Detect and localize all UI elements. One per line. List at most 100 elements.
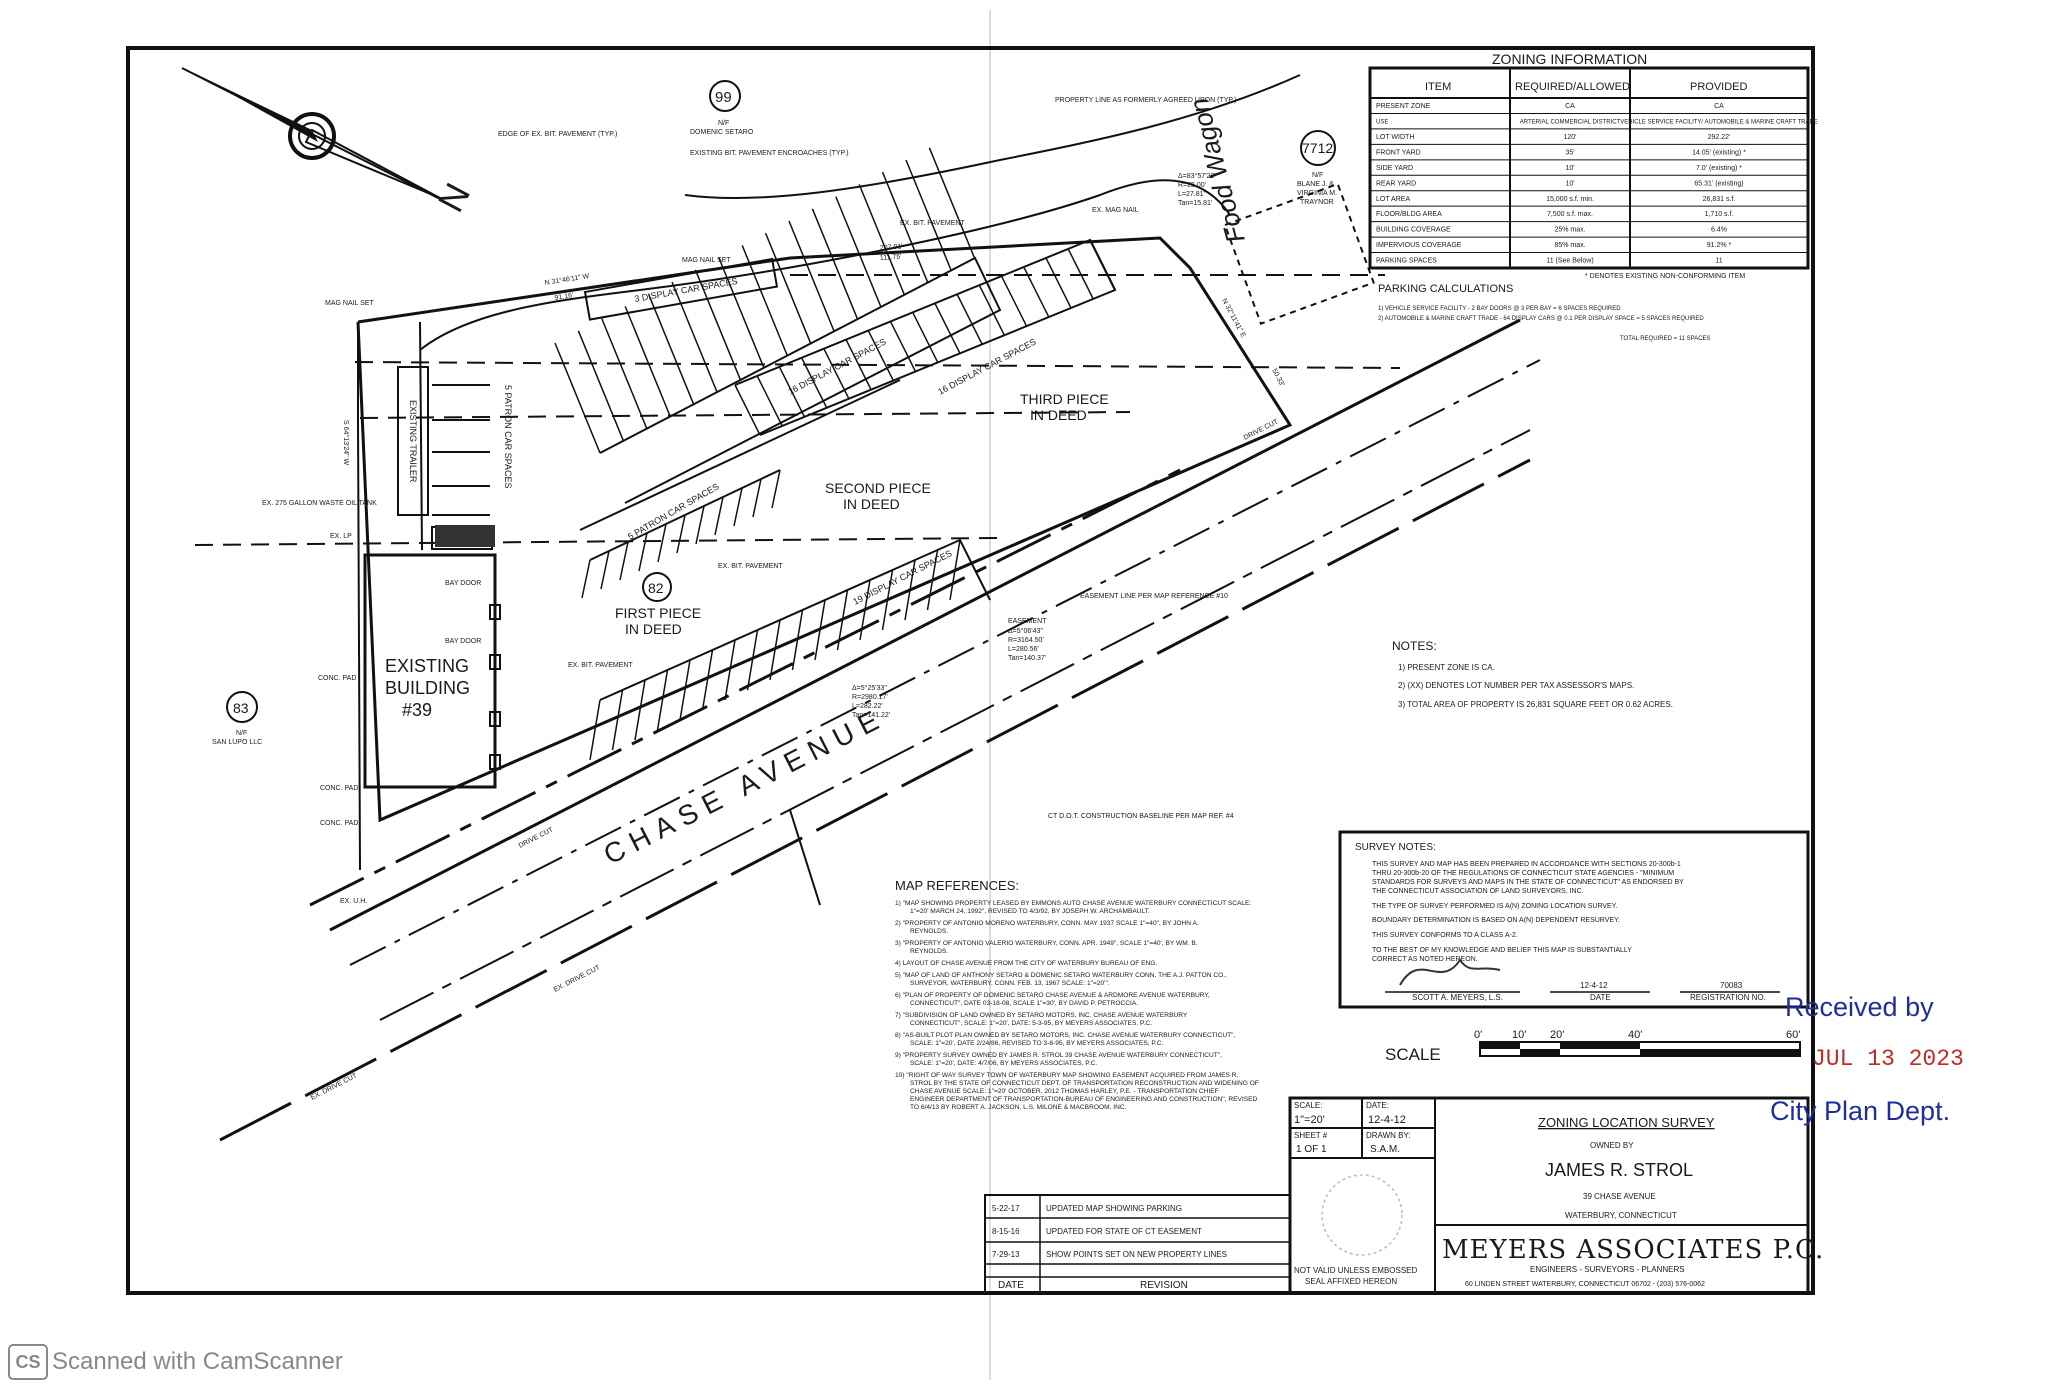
zoning-row-provided: 91.2% *: [1707, 242, 1732, 249]
scale-tick-20: 20': [1550, 1029, 1564, 1041]
street-name: CHASE AVENUE: [599, 701, 891, 870]
zoning-header-provided: PROVIDED: [1690, 81, 1748, 93]
stall-lines: [554, 147, 1116, 761]
survey-note-line: TO THE BEST OF MY KNOWLEDGE AND BELIEF T…: [1372, 947, 1632, 954]
survey-note-line: THRU 20-300b-20 OF THE REGULATIONS OF CO…: [1372, 870, 1674, 877]
zoning-row-required: 7,500 s.f. max.: [1547, 211, 1593, 218]
tb-firm-sub: ENGINEERS - SURVEYORS - PLANNERS: [1530, 1265, 1685, 1274]
svg-text:R=25.00': R=25.00': [1178, 182, 1206, 189]
map-reference-item: 4) LAYOUT OF CHASE AVENUE FROM THE CITY …: [895, 960, 1157, 967]
tb-owner: JAMES R. STROL: [1545, 1160, 1693, 1180]
svg-text:TRAYNOR: TRAYNOR: [1300, 199, 1334, 206]
bay-door-label-1: BAY DOOR: [445, 580, 481, 587]
dist-1a: 207.91': [880, 243, 903, 252]
zoning-row-required: 10': [1565, 180, 1574, 187]
parking-line-2: 2) AUTOMOBILE & MARINE CRAFT TRADE - 64 …: [1378, 316, 1704, 322]
deed-piece-lines: [194, 274, 1401, 546]
zoning-row-item: SIDE YARD: [1376, 165, 1413, 172]
svg-text:Δ=5°06'43": Δ=5°06'43": [1008, 627, 1043, 635]
survey-reg-value: 70083: [1720, 981, 1743, 990]
title-block: [984, 1096, 1810, 1295]
rev-2-date: 8-15-16: [992, 1227, 1020, 1236]
ex-drive-cut-1: EX. DRIVE CUT: [553, 964, 602, 994]
property-line-callout: PROPERTY LINE AS FORMERLY AGREED UPON (T…: [1055, 97, 1236, 104]
zoning-row-required: ARTERIAL COMMERCIAL DISTRICT: [1520, 120, 1621, 126]
ex-lp: EX. LP: [330, 533, 352, 540]
svg-text:Tan=140.37': Tan=140.37': [1008, 655, 1046, 662]
scale-tick-10: 10': [1512, 1029, 1526, 1041]
zoning-header-required: REQUIRED/ALLOWED: [1515, 81, 1630, 93]
display-spaces-label-16b: 16 DISPLAY CAR SPACES: [936, 337, 1037, 397]
notes-title: NOTES:: [1392, 639, 1437, 653]
rev-date-header: DATE: [998, 1280, 1024, 1291]
rev-1-date: 5-22-17: [992, 1204, 1020, 1213]
zoning-table: ZONING INFORMATION ITEM REQUIRED/ALLOWED…: [1368, 51, 1818, 280]
patron-spaces-label-west: 5 PATRON CAR SPACES: [503, 385, 513, 489]
survey-reg-label: REGISTRATION NO.: [1690, 993, 1766, 1002]
zoning-row-item: LOT AREA: [1376, 196, 1410, 203]
curve-1-data: Δ=83°57'22" R=25.00' L=27.81' Tan=15.81': [1178, 172, 1217, 207]
lot-83: 83 N/F SAN LUPO LLC: [212, 691, 262, 746]
rev-header: REVISION: [1140, 1280, 1188, 1291]
baseline-callout: CT D.O.T. CONSTRUCTION BASELINE PER MAP …: [1048, 813, 1234, 820]
mag-nail-1: MAG NAIL SET: [325, 300, 374, 307]
third-piece-2: IN DEED: [1030, 407, 1087, 423]
second-piece-1: SECOND PIECE: [825, 480, 931, 496]
dist-1b: 111.75': [880, 253, 902, 261]
property-boundary: [356, 236, 1293, 871]
note-2: 2) (XX) DENOTES LOT NUMBER PER TAX ASSES…: [1398, 681, 1634, 690]
svg-text:Δ=5°25'33": Δ=5°25'33": [852, 684, 887, 692]
sheet-border: [126, 46, 1815, 1295]
tb-drawn-value: S.A.M.: [1370, 1144, 1400, 1155]
map-reference-item: 7) "SUBDIVISION OF LAND OWNED BY SETARO …: [895, 1012, 1188, 1027]
patron-spaces-label-east: 5 PATRON CAR SPACES: [626, 481, 721, 541]
svg-text:VIRGINIA M.: VIRGINIA M.: [1297, 190, 1337, 197]
lot-82: 82: [642, 572, 672, 602]
zoning-row-item: REAR YARD: [1376, 180, 1416, 187]
zoning-row-item: PARKING SPACES: [1376, 258, 1437, 265]
zoning-row-required: 15,000 s.f. min.: [1546, 196, 1594, 203]
zoning-row-required: 85% max.: [1554, 242, 1585, 249]
first-piece-2: IN DEED: [625, 621, 682, 637]
map-reference-item: 5) "MAP OF LAND OF ANTHONY SETARO & DOME…: [895, 972, 1227, 987]
zoning-row-required: 35': [1565, 149, 1574, 156]
ex-pavement-2: EX. BIT. PAVEMENT: [718, 563, 783, 570]
svg-text:L=282.22': L=282.22': [852, 703, 883, 710]
survey-notes-title: SURVEY NOTES:: [1355, 842, 1436, 853]
dist-3: 50.33': [1270, 368, 1285, 388]
svg-text:99: 99: [715, 89, 732, 106]
survey-note-line: THE CONNECTICUT ASSOCIATION OF LAND SURV…: [1372, 888, 1584, 895]
tb-seal-note-1: NOT VALID UNLESS EMBOSSED: [1294, 1266, 1418, 1275]
north-arrow-icon: [181, 67, 443, 201]
survey-note-line: STANDARDS FOR SURVEYS AND MAPS IN THE ST…: [1372, 879, 1684, 886]
zoning-row-provided: 14.05' (existing) *: [1692, 149, 1746, 156]
dist-1c: 91.16': [554, 292, 574, 302]
rev-2-text: UPDATED FOR STATE OF CT EASEMENT: [1046, 1227, 1202, 1236]
parking-title: PARKING CALCULATIONS: [1378, 283, 1513, 295]
survey-note-line: THIS SURVEY AND MAP HAS BEEN PREPARED IN…: [1372, 861, 1681, 868]
bearing-north: N 31°46'11" W: [544, 272, 590, 287]
zoning-row-provided: 6.4%: [1711, 227, 1727, 234]
svg-text:BLANE J. &: BLANE J. &: [1297, 181, 1334, 188]
ex-uh: EX. U.H.: [340, 898, 367, 905]
waste-oil-tank: [435, 525, 495, 547]
building-label-3: #39: [402, 700, 432, 720]
survey-date-value: 12-4-12: [1580, 981, 1608, 990]
zoning-row-provided: 1,710 s.f.: [1705, 211, 1734, 218]
third-piece-1: THIRD PIECE: [1020, 391, 1109, 407]
mag-nail-2: MAG NAIL SET: [682, 257, 731, 264]
zoning-row-item: BUILDING COVERAGE: [1376, 227, 1451, 234]
curve-2-data: Δ=5°06'43" R=3164.50' L=280.56' Tan=140.…: [1008, 627, 1046, 662]
tb-owned-by: OWNED BY: [1590, 1141, 1634, 1150]
ex-mag-nail: EX. MAG NAIL: [1092, 207, 1139, 214]
map-reference-item: 6) "PLAN OF PROPERTY OF DOMENIC SETARO C…: [895, 992, 1210, 1007]
svg-text:N/F: N/F: [1312, 172, 1323, 179]
waste-tank-callout: EX. 275 GALLON WASTE OIL TANK: [262, 500, 377, 507]
edge-pavement-callout: EDGE OF EX. BIT. PAVEMENT (TYP.): [498, 131, 617, 138]
tb-scale-label: SCALE:: [1294, 1101, 1322, 1110]
scale-bar: SCALE 0' 10' 20' 40' 60': [1385, 1029, 1801, 1064]
svg-text:Δ=83°57'22": Δ=83°57'22": [1178, 172, 1217, 180]
existing-building: [363, 553, 497, 789]
scale-tick-0: 0': [1474, 1029, 1482, 1041]
tb-date-label: DATE:: [1366, 1101, 1389, 1110]
